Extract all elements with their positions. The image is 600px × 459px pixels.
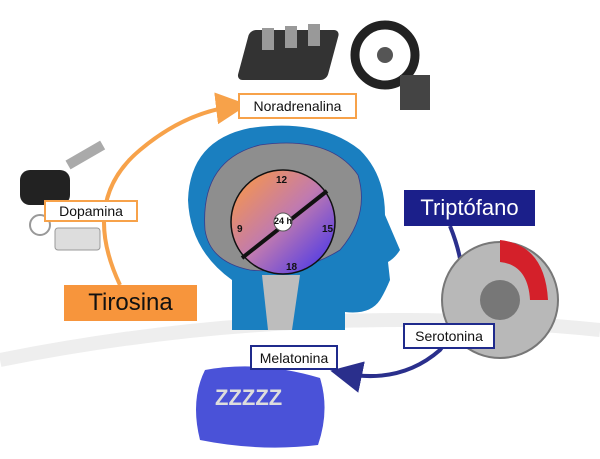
brainstem bbox=[262, 275, 300, 330]
clock-label-18: 18 bbox=[286, 262, 298, 273]
clock-label-9: 9 bbox=[237, 224, 243, 235]
noradrenalina-label: Noradrenalina bbox=[238, 93, 357, 119]
svg-text:ZZZZZ: ZZZZZ bbox=[215, 385, 282, 410]
tirosina-arrow bbox=[102, 92, 248, 286]
clock-center bbox=[273, 212, 293, 232]
serotonina-label: Serotonina bbox=[403, 323, 495, 349]
car-keys-image bbox=[20, 140, 106, 251]
clock-label-15: 15 bbox=[322, 224, 334, 235]
steering-wheel-image bbox=[237, 20, 430, 110]
clock-label-24h: 24 h bbox=[274, 216, 293, 226]
dopamina-label: Dopamina bbox=[44, 200, 138, 222]
clock-label-12: 12 bbox=[276, 175, 288, 186]
melatonina-label: Melatonina bbox=[250, 345, 338, 370]
tirosina-label: Tirosina bbox=[64, 285, 197, 321]
pillow-image: ZZZZZ bbox=[196, 366, 325, 448]
triptofano-label: Triptófano bbox=[404, 190, 535, 226]
